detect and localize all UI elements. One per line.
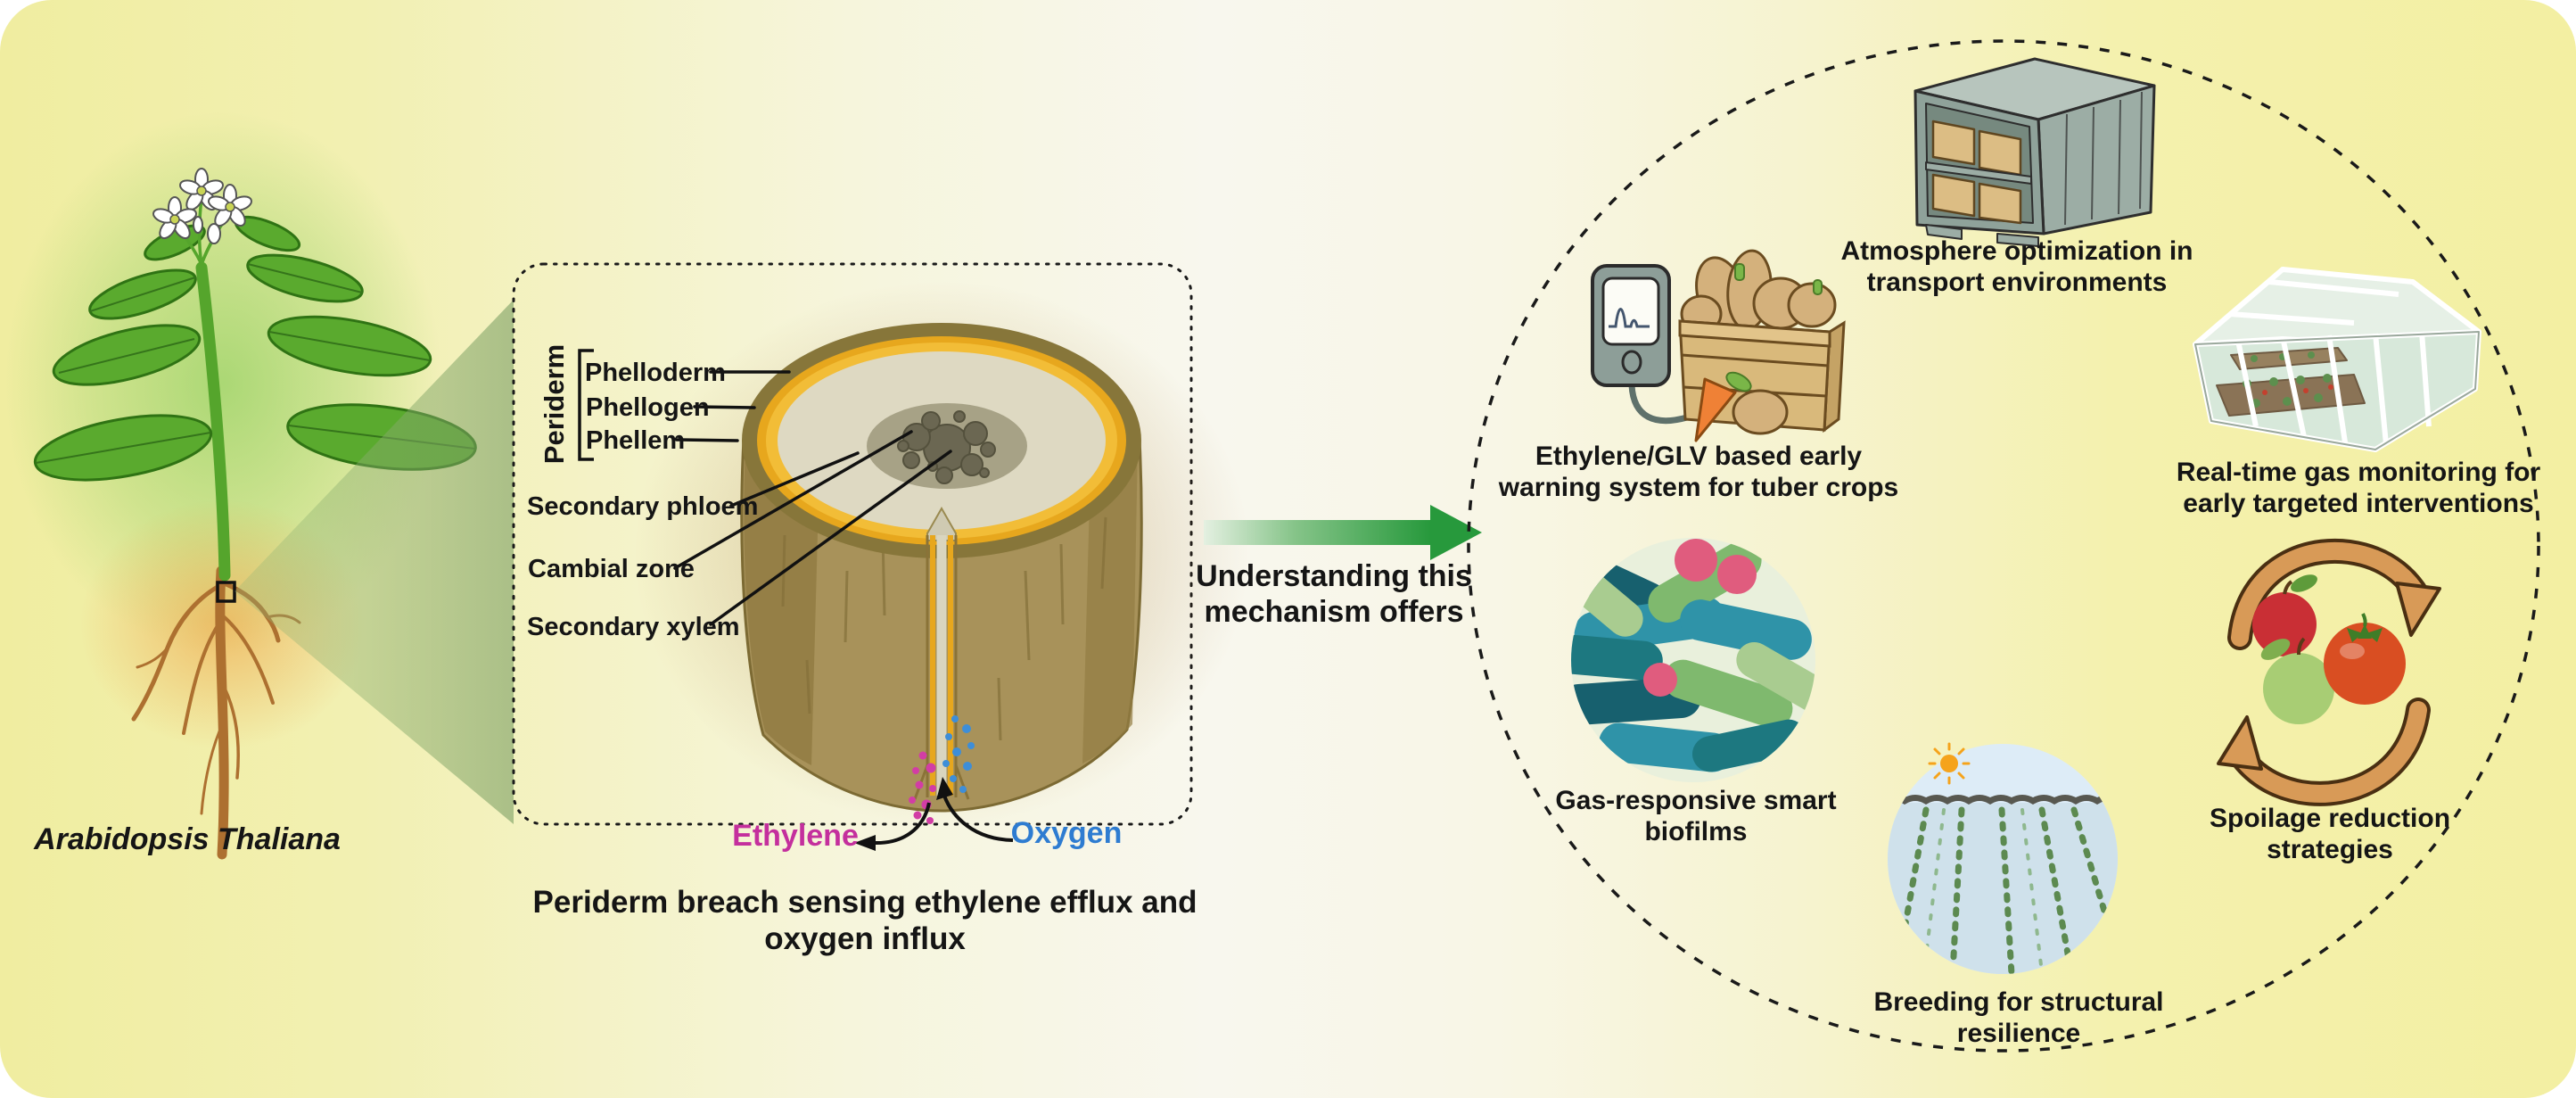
flowers — [152, 168, 252, 244]
zoom-source-square — [216, 581, 236, 603]
app-label-biofilms: Gas-responsive smart biofilms — [1555, 786, 1837, 847]
oxygen-label: Oxygen — [1010, 816, 1123, 850]
arabidopsis-plant-illustration — [4, 111, 477, 860]
root-cross-section-illustration — [634, 281, 1249, 825]
shipping-container-icon — [1913, 57, 2156, 247]
bark-texture — [781, 516, 1107, 741]
spoilage-cycle-icon — [2217, 538, 2441, 806]
gas-monitor-icon — [1591, 264, 1688, 425]
secondary-xylem-label: Secondary xylem — [527, 613, 740, 641]
app-label-ethylene-glv: Ethylene/GLV based early warning system … — [1498, 442, 1899, 503]
app-label-realtime-gas: Real-time gas monitoring for early targe… — [2176, 458, 2541, 519]
periderm-group-label: Periderm — [539, 343, 570, 465]
phelloderm-label: Phelloderm — [585, 359, 726, 387]
leaf-veins — [35, 263, 475, 464]
ethylene-label: Ethylene — [732, 819, 859, 853]
inset-caption: Periderm breach sensing ethylene efflux … — [532, 885, 1197, 956]
zoom-beam — [235, 300, 514, 824]
xylem-blobs — [897, 410, 996, 484]
app-label-atmosphere: Atmosphere optimization in transport env… — [1840, 236, 2193, 298]
fruits — [2252, 574, 2406, 724]
flooded-field-icon — [1888, 742, 2118, 974]
anatomy-leader-lines — [673, 370, 952, 626]
connector-text: Understanding this mechanism offers — [1196, 559, 1472, 630]
oxygen-particles — [942, 715, 975, 793]
secondary-phloem-label: Secondary phloem — [527, 492, 759, 521]
cambial-zone-label: Cambial zone — [528, 555, 695, 583]
periderm-bracket — [578, 349, 594, 461]
app-label-spoilage: Spoilage reduction strategies — [2209, 804, 2451, 865]
applications-ellipse — [1467, 39, 2540, 1053]
ethylene-arrow — [854, 802, 931, 851]
phellem-label: Phellem — [586, 426, 686, 455]
phellogen-label: Phellogen — [586, 393, 710, 422]
tuber-crate-icon — [1678, 249, 1846, 442]
plant-stem — [195, 261, 231, 582]
green-arrow-icon — [1204, 505, 1482, 560]
app-label-breeding: Breeding for structural resilience — [1873, 987, 2164, 1049]
biofilm-icon — [1571, 538, 1815, 782]
species-label: Arabidopsis Thaliana — [34, 822, 341, 856]
oxygen-arrow — [936, 777, 1014, 842]
greenhouse-icon — [2193, 267, 2481, 452]
